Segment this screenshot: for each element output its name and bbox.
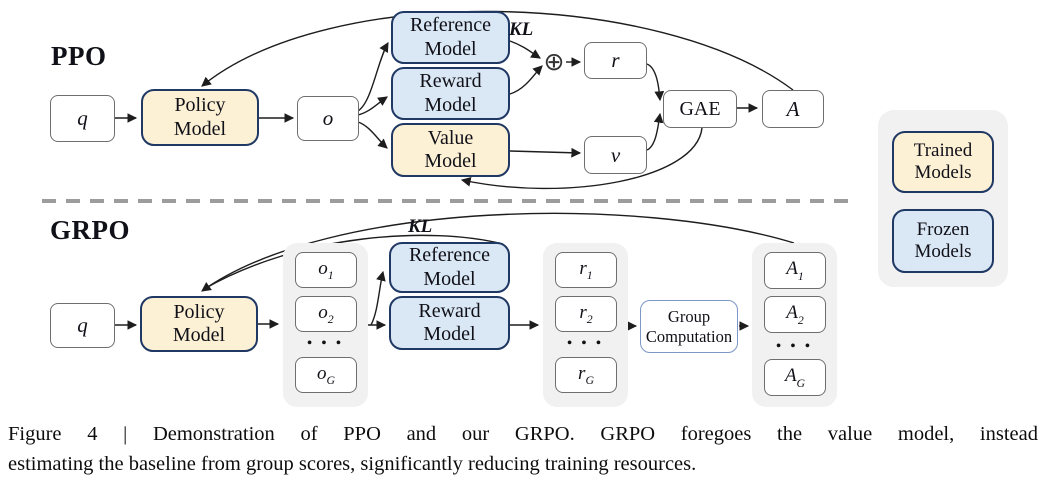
ppo-policy-model-label: Policy Model <box>173 94 227 140</box>
ppo-reward-model-box: Reward Model <box>391 67 510 120</box>
grpo-query-box: q <box>50 303 115 348</box>
ppo-a-label: A <box>786 96 800 121</box>
ppo-gae-box: GAE <box>663 90 737 128</box>
ppo-section-title: PPO <box>51 41 107 71</box>
grpo-outputs-ellipsis: • • • <box>307 336 344 351</box>
grpo-oG-box: oG <box>295 357 357 393</box>
arrow-grpo-outputs-to-reference <box>370 270 386 326</box>
ppo-policy-model-box: Policy Model <box>141 89 259 146</box>
grpo-r2-box: r2 <box>555 296 617 332</box>
grpo-o2-label: o2 <box>318 301 334 327</box>
grpo-oG-label: oG <box>317 362 335 388</box>
grpo-policy-model-box: Policy Model <box>140 296 258 352</box>
grpo-AG-box: AG <box>764 359 826 396</box>
arrow-ppo-reference-to-oplus <box>509 40 541 59</box>
grpo-A1-label: A1 <box>786 258 804 283</box>
grpo-A2-box: A2 <box>764 296 826 333</box>
ppo-output-label: o <box>322 106 334 130</box>
ppo-reward-value-box: r <box>584 42 647 79</box>
legend-trained-models-box: Trained Models <box>892 131 994 193</box>
grpo-reference-model-label: Reference Model <box>408 244 491 290</box>
ppo-query-box: q <box>50 95 115 142</box>
arrow-ppo-reward-to-oplus <box>509 65 543 95</box>
grpo-r1-box: r1 <box>555 252 617 288</box>
grpo-rG-box: rG <box>555 357 617 393</box>
arrow-ppo-v-to-gae <box>646 112 664 151</box>
grpo-rG-label: rG <box>578 362 594 388</box>
grpo-section-title: GRPO <box>50 215 130 245</box>
legend-frozen-models-box: Frozen Models <box>892 209 994 273</box>
grpo-o1-label: o1 <box>318 257 334 283</box>
ppo-gae-label: GAE <box>679 97 721 120</box>
grpo-o2-box: o2 <box>295 296 357 332</box>
grpo-A1-box: A1 <box>764 252 826 289</box>
grpo-group-computation-box: Group Computation <box>640 300 738 353</box>
ppo-v-box: v <box>584 136 647 174</box>
grpo-r1-label: r1 <box>579 257 593 283</box>
arrow-ppo-o-to-reference <box>357 42 389 112</box>
grpo-AG-label: AG <box>784 365 806 390</box>
arrow-ppo-o-to-reward <box>357 96 388 116</box>
grpo-reference-model-box: Reference Model <box>389 242 510 293</box>
ppo-output-box: o <box>297 96 359 141</box>
grpo-reward-model-label: Reward Model <box>418 299 481 345</box>
grpo-group-computation-label: Group Computation <box>645 307 733 346</box>
grpo-kl-label: KL <box>408 216 433 237</box>
grpo-query-label: q <box>77 313 88 337</box>
ppo-reference-model-label: Reference Model <box>409 14 492 60</box>
ppo-r-label: r <box>611 48 620 72</box>
figure-caption: Figure 4 | Demonstration of PPO and our … <box>8 419 1038 479</box>
arrow-ppo-value-to-v <box>509 147 582 158</box>
legend-trained-models-label: Trained Models <box>913 139 973 183</box>
grpo-rewards-ellipsis: • • • <box>567 336 604 351</box>
ppo-v-label: v <box>610 142 621 167</box>
arrow-ppo-o-to-value <box>357 121 388 149</box>
caption-line-2: estimating the baseline from group score… <box>8 453 697 475</box>
grpo-o1-box: o1 <box>295 252 357 288</box>
grpo-reward-model-box: Reward Model <box>389 296 510 350</box>
ppo-query-label: q <box>77 106 88 130</box>
grpo-policy-model-label: Policy Model <box>172 300 226 346</box>
ppo-reward-model-label: Reward Model <box>419 70 482 116</box>
ppo-value-model-label: Value Model <box>424 126 477 172</box>
arrow-ppo-r-to-gae <box>646 63 665 102</box>
ppo-value-model-box: Value Model <box>391 123 510 177</box>
grpo-r2-label: r2 <box>579 301 593 327</box>
ppo-kl-label: KL <box>509 19 534 40</box>
oplus-icon: ⊕ <box>543 47 565 76</box>
grpo-A2-label: A2 <box>786 302 804 327</box>
grpo-advantages-ellipsis: • • • <box>776 339 813 354</box>
ppo-advantage-box: A <box>762 90 824 128</box>
caption-line-1: Figure 4 | Demonstration of PPO and our … <box>8 423 1038 445</box>
ppo-reference-model-box: Reference Model <box>391 11 510 64</box>
legend-frozen-models-label: Frozen Models <box>914 218 972 262</box>
